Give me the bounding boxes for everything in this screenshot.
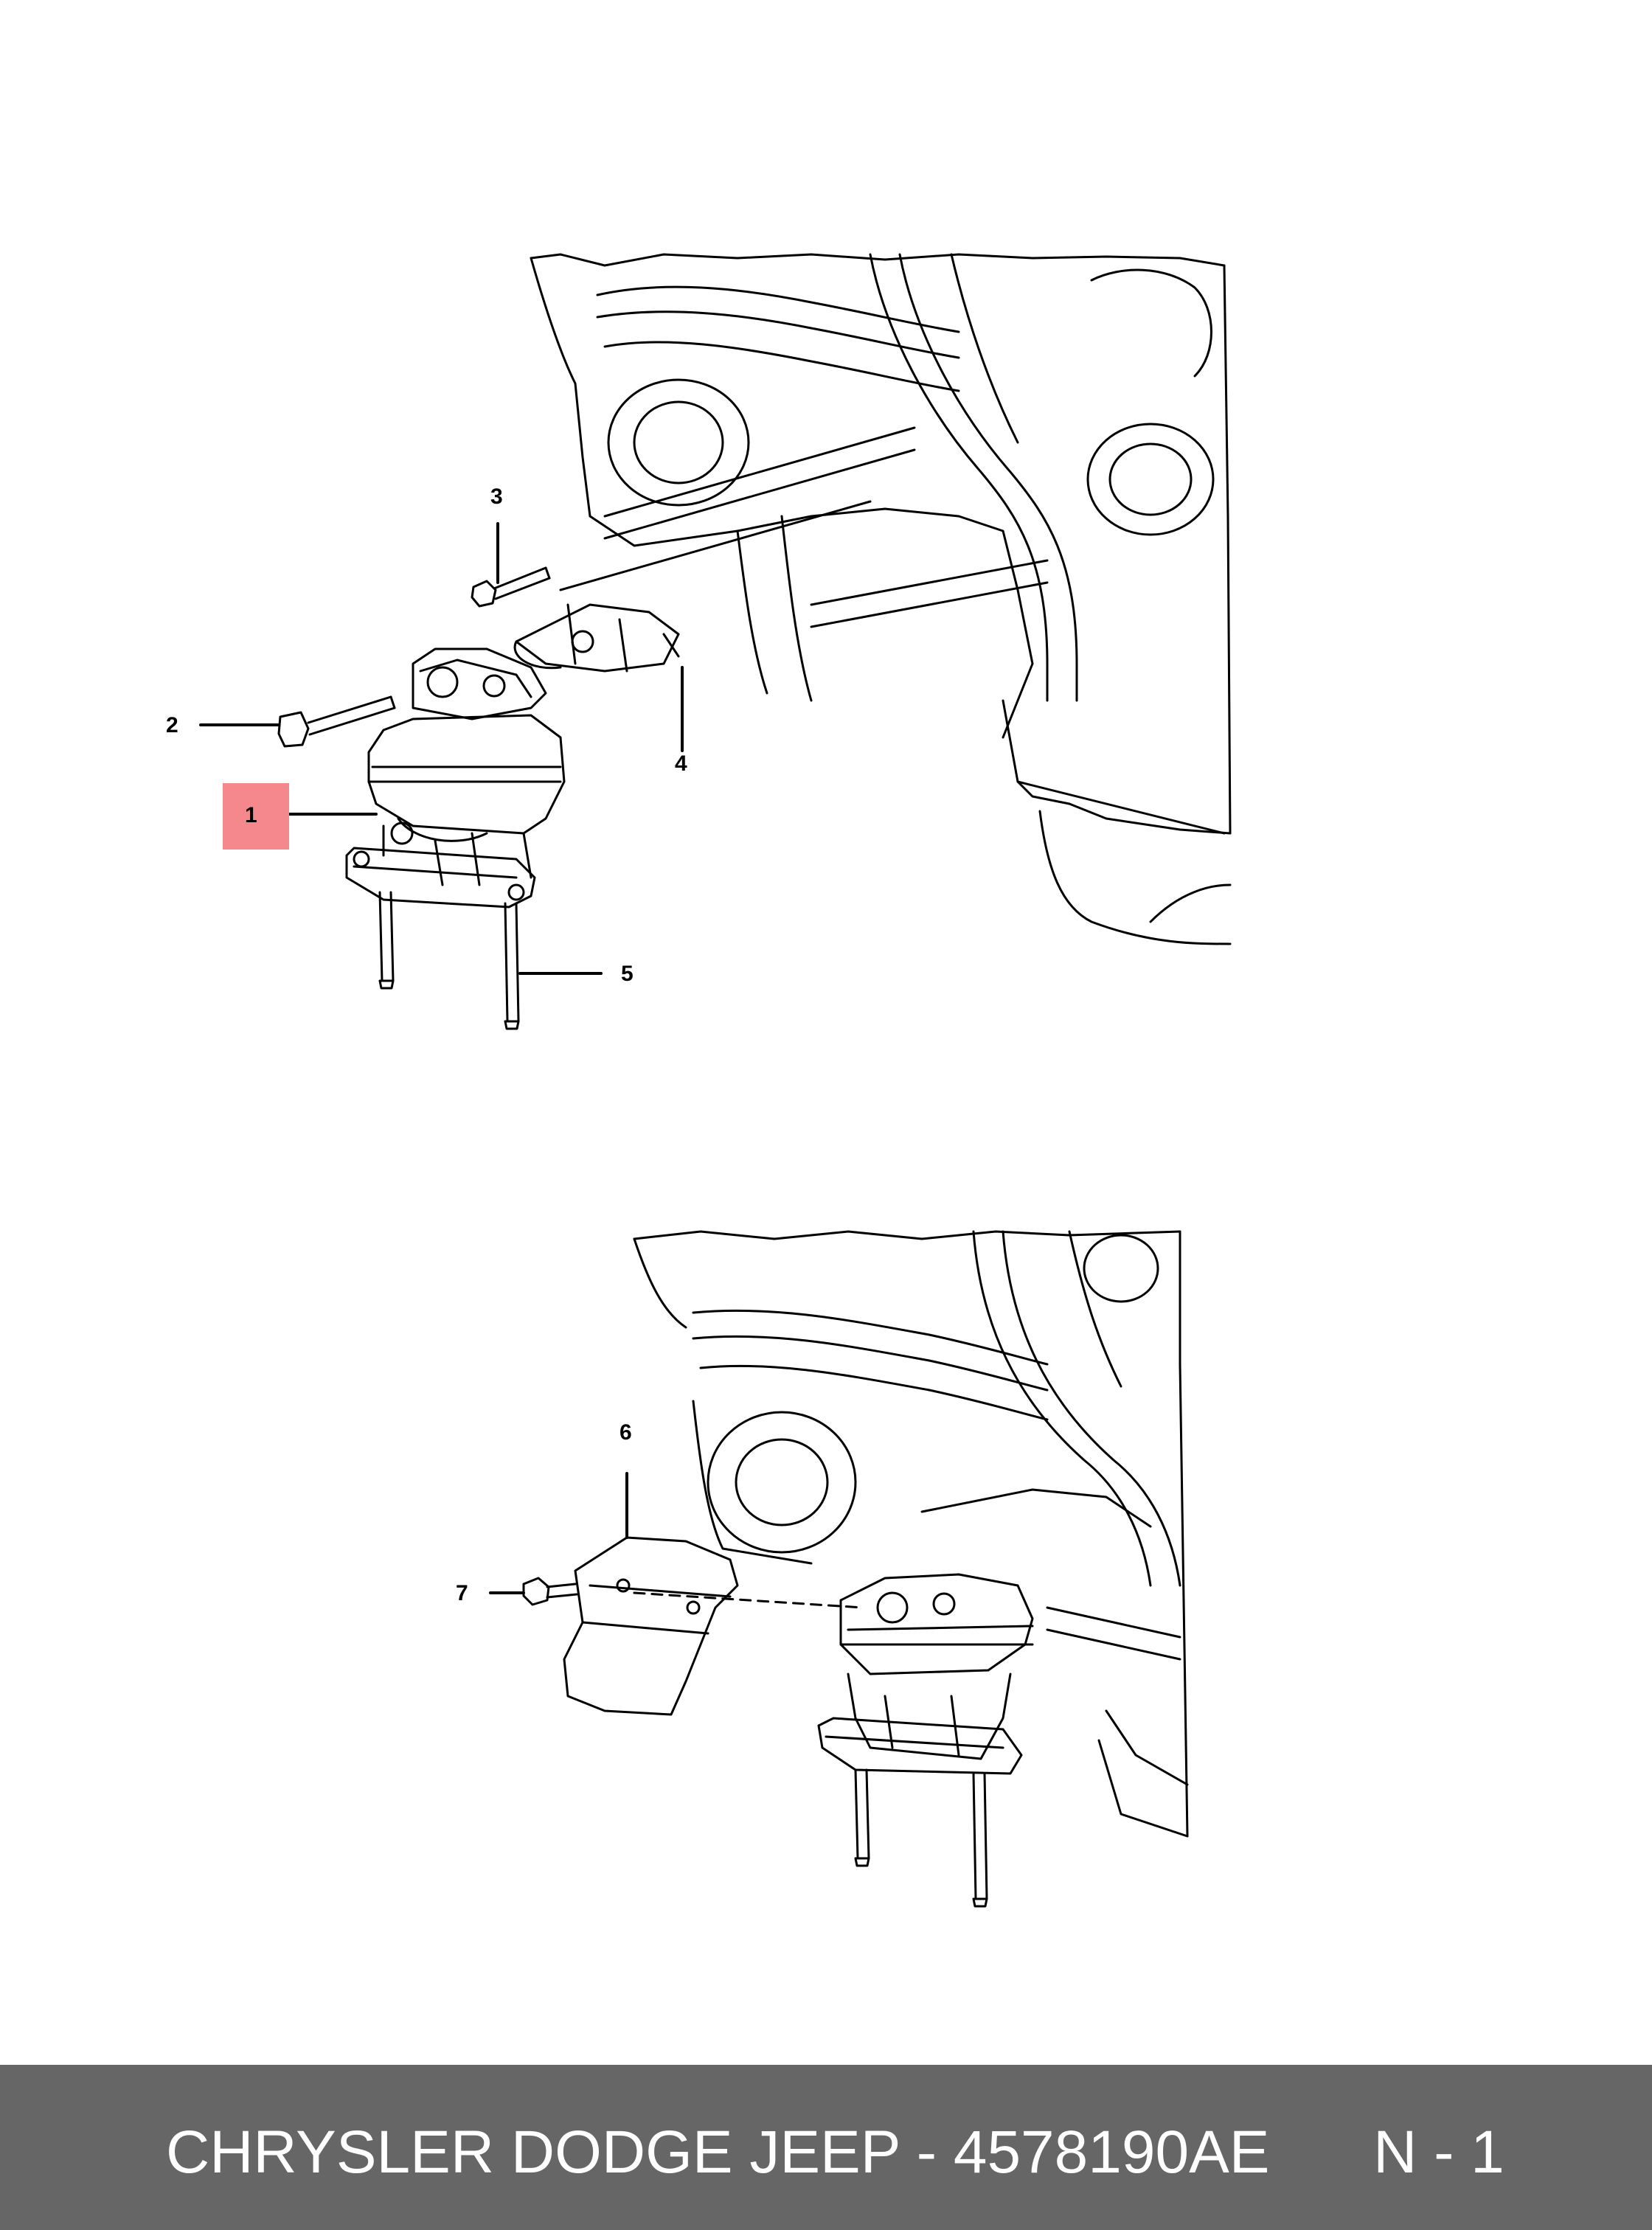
footer-part-number: 4578190AE	[953, 2119, 1270, 2186]
leader-lines	[199, 522, 684, 1594]
callout-7-label[interactable]: 7	[456, 1581, 468, 1605]
callout-1-label[interactable]: 1	[245, 803, 257, 827]
footer-brand: CHRYSLER DODGE JEEP	[166, 2119, 900, 2186]
callout-1-highlight	[223, 783, 289, 850]
footer-position-code: N - 1	[1373, 2119, 1504, 2186]
footer-caption: CHRYSLER DODGE JEEP - 4578190AE N - 1	[166, 2122, 1504, 2183]
footer-separator: -	[916, 2119, 937, 2186]
callout-3-label[interactable]: 3	[490, 484, 503, 509]
exploded-parts-diagram: 1 2 3 4 5 6 7	[166, 253, 1232, 1908]
callout-5-label[interactable]: 5	[621, 962, 634, 986]
callout-4-label[interactable]: 4	[675, 751, 687, 776]
footer-bar: CHRYSLER DODGE JEEP - 4578190AE N - 1	[0, 2065, 1652, 2230]
callout-6-label[interactable]: 6	[620, 1420, 632, 1445]
lower-engine-illustration	[522, 1230, 1189, 1908]
upper-engine-illustration	[277, 253, 1232, 1030]
callout-2-label[interactable]: 2	[166, 713, 178, 737]
